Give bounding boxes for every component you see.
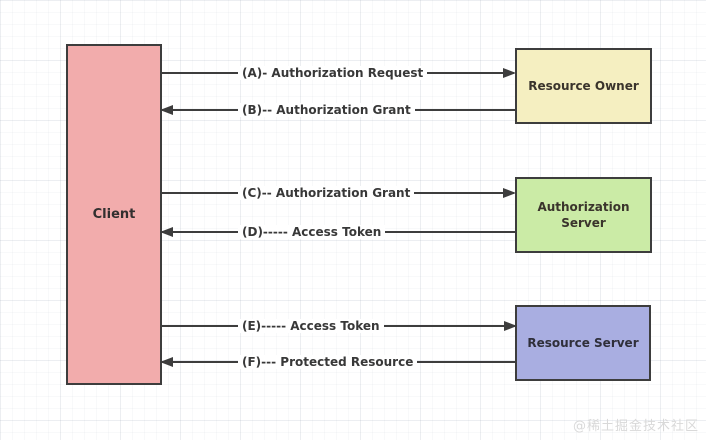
arrow-access-token-d: (D)----- Access Token: [160, 225, 515, 239]
arrow-label-e: (E)----- Access Token: [238, 319, 384, 333]
node-resource-server-label: Resource Server: [527, 335, 639, 350]
arrowhead-left-icon: [160, 357, 173, 367]
node-client-label: Client: [92, 206, 136, 222]
arrowhead-right-icon: [503, 68, 516, 78]
arrowhead-right-icon: [503, 188, 516, 198]
arrow-authorization-grant-c: (C)-- Authorization Grant: [162, 186, 516, 200]
arrowhead-left-icon: [160, 227, 173, 237]
arrowhead-left-icon: [160, 105, 173, 115]
arrow-label-f: (F)--- Protected Resource: [238, 355, 418, 369]
watermark: @稀土掘金技术社区: [572, 419, 699, 434]
arrow-label-d: (D)----- Access Token: [238, 225, 386, 239]
arrow-protected-resource: (F)--- Protected Resource: [160, 355, 515, 369]
node-resource-server: Resource Server: [515, 305, 651, 381]
node-client: Client: [66, 44, 162, 385]
arrow-label-b: (B)-- Authorization Grant: [238, 103, 415, 117]
arrow-label-c: (C)-- Authorization Grant: [238, 186, 415, 200]
node-resource-owner-label: Resource Owner: [528, 78, 639, 93]
arrow-label-a: (A)- Authorization Request: [238, 66, 428, 80]
node-resource-owner: Resource Owner: [515, 48, 652, 124]
arrow-authorization-request: (A)- Authorization Request: [162, 66, 516, 80]
arrow-authorization-grant-b: (B)-- Authorization Grant: [160, 103, 515, 117]
node-authorization-server-label: Authorization Server: [537, 199, 630, 230]
arrowhead-right-icon: [504, 321, 517, 331]
node-authorization-server: Authorization Server: [515, 177, 652, 253]
arrow-access-token-e: (E)----- Access Token: [162, 319, 517, 333]
